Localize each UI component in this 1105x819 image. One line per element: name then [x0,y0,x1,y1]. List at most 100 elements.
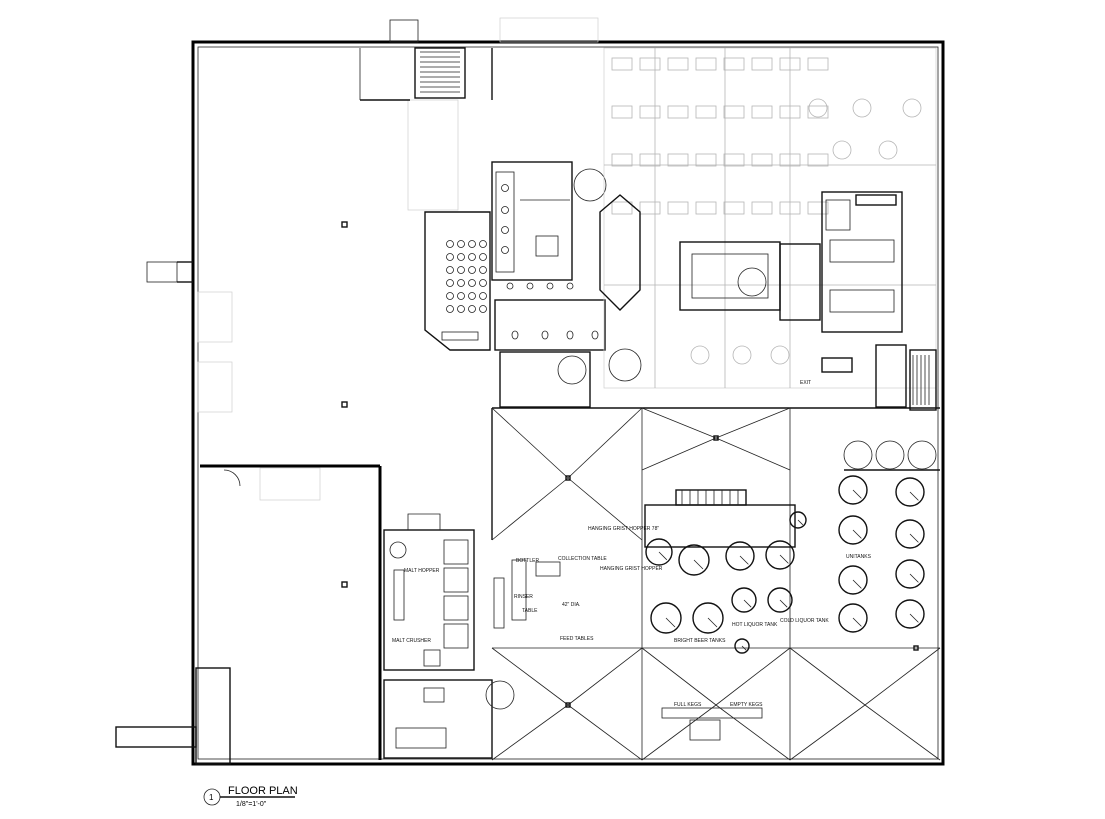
dining-table [446,292,454,300]
label-bottler: BOTTLER [516,558,539,564]
toilet [501,246,509,254]
label-hot-liquor-tank: HOT LIQUOR TANK [732,622,778,628]
label-dia: 42" DIA. [562,602,580,608]
tank-arm [909,613,919,623]
dining-booth [751,153,773,167]
brewery-hall [491,407,941,761]
tank-arm [658,551,668,561]
restrooms [491,161,642,408]
round-table [832,140,852,160]
dining-table [468,305,476,313]
tank [725,541,755,571]
tank [767,587,793,613]
dining-booth [751,105,773,119]
tank [895,477,925,507]
right-exits [843,440,940,471]
tank-arm [779,554,789,564]
toilet [591,330,599,340]
dining-table [468,266,476,274]
label-malt-crusher: MALT CRUSHER [392,638,431,644]
dining-booth [639,57,661,71]
round-table [770,345,790,365]
dining-table [468,253,476,261]
tank-arm [852,529,862,539]
dining-table [457,292,465,300]
dining-table [479,266,487,274]
tank-arm [707,617,718,628]
tank [692,602,724,634]
tank [895,599,925,629]
dining-booth [667,153,689,167]
sink [526,282,534,290]
tank [765,540,795,570]
round-table [732,345,752,365]
drawing-scale: 1/8"=1'-0" [236,801,267,808]
dining-booth [611,153,633,167]
keg-room [383,679,515,759]
label-full-kegs: FULL KEGS [674,702,702,708]
sink [506,282,514,290]
dining-booth [667,57,689,71]
drawing-number: 1 [209,793,214,802]
dining-table [468,279,476,287]
dining-table [446,266,454,274]
toilet [511,330,519,340]
tank-arm [852,489,862,499]
tank [895,559,925,589]
tank [734,638,750,654]
dining-table [446,240,454,248]
main-dining [599,47,937,389]
dining-table [468,240,476,248]
dining-table [479,292,487,300]
dining-booth [639,153,661,167]
dining-booth [779,153,801,167]
label-table: TABLE [522,608,538,614]
round-table [808,98,828,118]
labels: MALT HOPPER MALT CRUSHER BOTTLER COLLECT… [392,380,872,708]
toilet [501,226,509,234]
dining-booth [611,105,633,119]
title-block: 1 FLOOR PLAN 1/8"=1'-0" [203,785,298,808]
brew-platform [511,489,796,741]
dining-table [446,253,454,261]
dining-booth [639,105,661,119]
toilet [501,184,509,192]
left-hall [200,221,382,760]
dining-booth [779,57,801,71]
dining-booth [723,57,745,71]
dining-booth [695,201,717,215]
round-table [878,140,898,160]
dining-table [446,305,454,313]
tank-arm [693,559,704,570]
dining-booth [779,105,801,119]
dining-table [479,240,487,248]
dining-booth [611,57,633,71]
dining-table [446,279,454,287]
label-cold-liquor-tank: COLD LIQUOR TANK [780,618,829,624]
dining-booth [807,153,829,167]
dining-booth [667,105,689,119]
dining-booth [751,57,773,71]
tank-arm [852,579,862,589]
dining-table [457,305,465,313]
dining-booth [611,201,633,215]
dining-table [457,240,465,248]
exterior-walls [115,17,945,766]
dining-booth [667,201,689,215]
label-hanging-grist-hopper-top: HANGING GRIST HOPPER 78" [588,526,659,532]
tank-arm [739,555,749,565]
malt-room [383,513,505,671]
sink [566,282,574,290]
dining-table [479,305,487,313]
tank [838,603,868,633]
dining-booth [639,201,661,215]
label-feed-tables: FEED TABLES [560,636,594,642]
tank-arm [741,645,747,651]
kitchen [821,191,937,411]
dining-booth [807,57,829,71]
tank [645,538,673,566]
round-table [690,345,710,365]
tank [650,602,682,634]
stairs-top [359,47,493,211]
tank-arm [743,599,752,608]
